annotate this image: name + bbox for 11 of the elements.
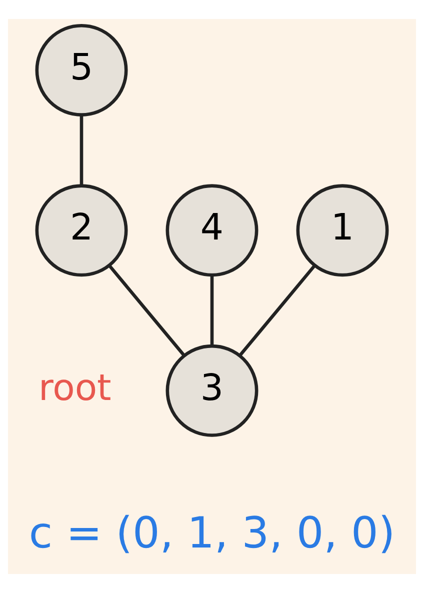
- node-circle: 2: [35, 184, 128, 277]
- node-circle: 3: [166, 344, 258, 437]
- node-circle: 4: [166, 184, 258, 277]
- node-label: root: [38, 366, 112, 409]
- connector: [108, 265, 186, 357]
- connector: [210, 275, 214, 346]
- node-circle: 5: [35, 24, 128, 116]
- node-circle: 1: [296, 184, 389, 277]
- connector: [238, 265, 316, 357]
- label: c = (0, 1, 3, 0, 0): [28, 508, 396, 558]
- connector: [80, 115, 84, 186]
